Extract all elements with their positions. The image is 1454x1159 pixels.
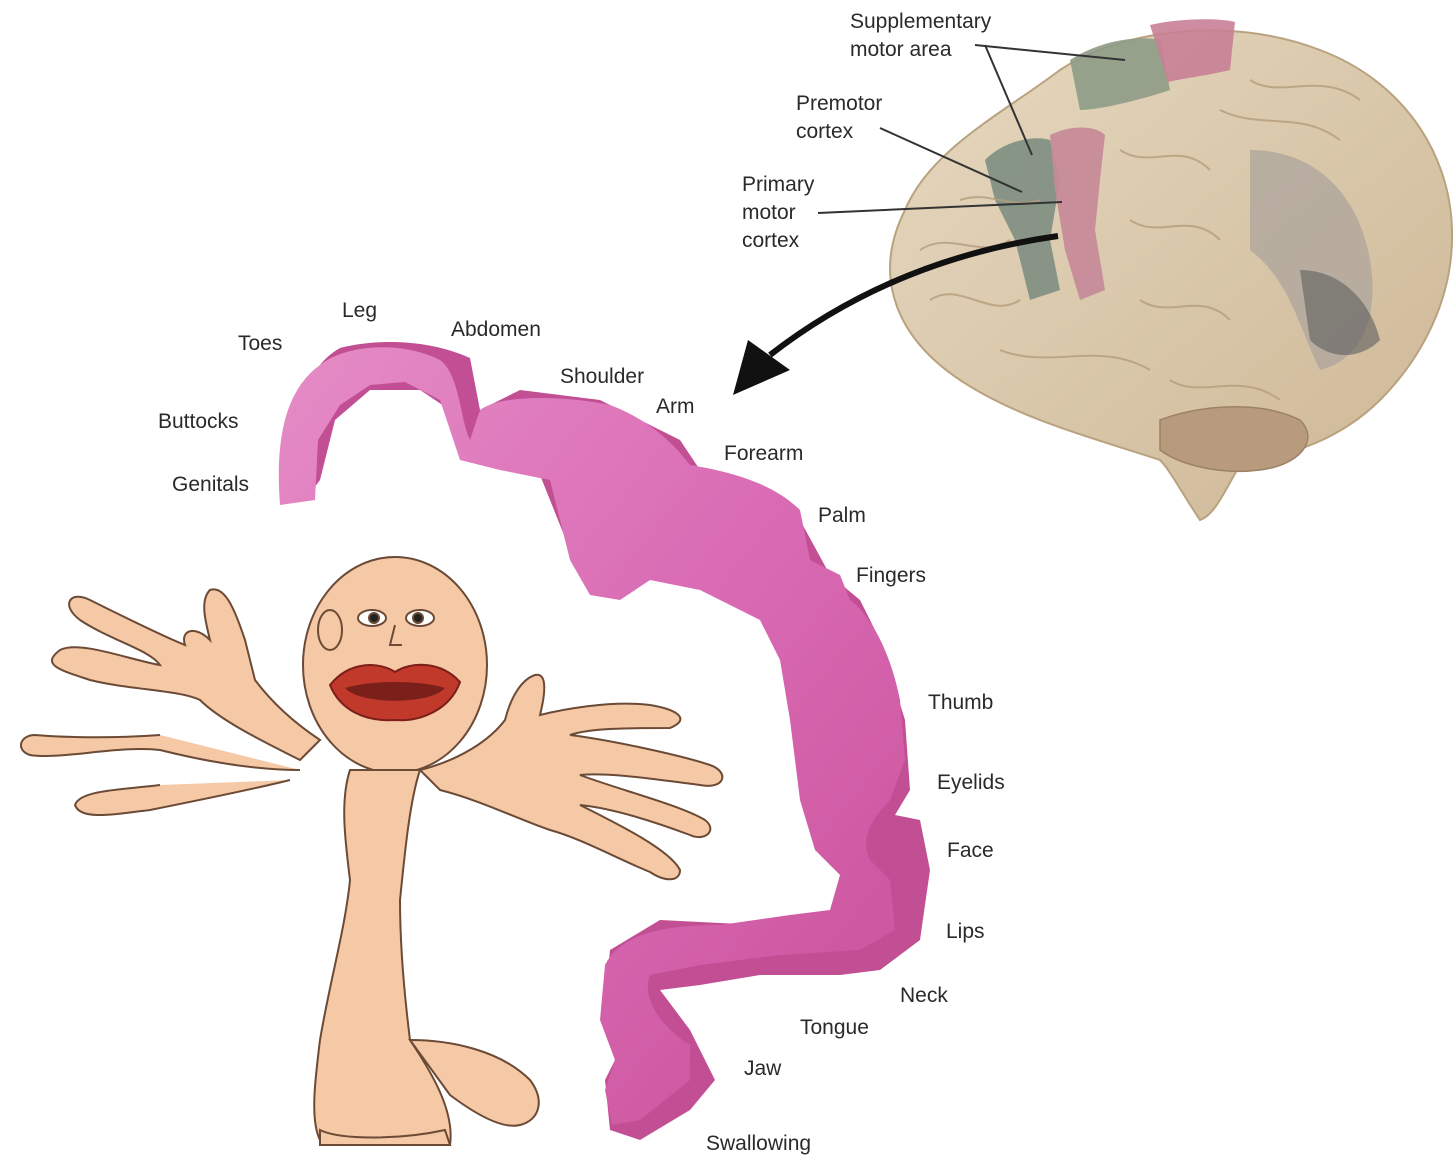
label-arm: Arm	[656, 394, 695, 419]
label-primary-motor-cortex: Primary motor cortex	[742, 171, 814, 255]
label-leg: Leg	[342, 298, 377, 323]
label-neck: Neck	[900, 983, 948, 1008]
label-premotor-cortex: Premotor cortex	[796, 90, 882, 146]
brain-illustration	[890, 19, 1452, 520]
label-genitals: Genitals	[172, 472, 249, 497]
label-supplementary-motor-area: Supplementary motor area	[850, 8, 991, 64]
label-tongue: Tongue	[800, 1015, 869, 1040]
label-fingers: Fingers	[856, 563, 926, 588]
label-swallowing: Swallowing	[706, 1131, 811, 1156]
label-abdomen: Abdomen	[451, 317, 541, 342]
label-toes: Toes	[238, 331, 282, 356]
label-lips: Lips	[946, 919, 985, 944]
label-jaw: Jaw	[744, 1056, 781, 1081]
label-palm: Palm	[818, 503, 866, 528]
label-buttocks: Buttocks	[158, 409, 239, 434]
label-forearm: Forearm	[724, 441, 803, 466]
label-eyelids: Eyelids	[937, 770, 1005, 795]
homunculus-body	[314, 770, 450, 1145]
homunculus-head	[303, 557, 487, 773]
label-shoulder: Shoulder	[560, 364, 644, 389]
label-thumb: Thumb	[928, 690, 993, 715]
label-face: Face	[947, 838, 994, 863]
left-hand	[52, 589, 320, 760]
